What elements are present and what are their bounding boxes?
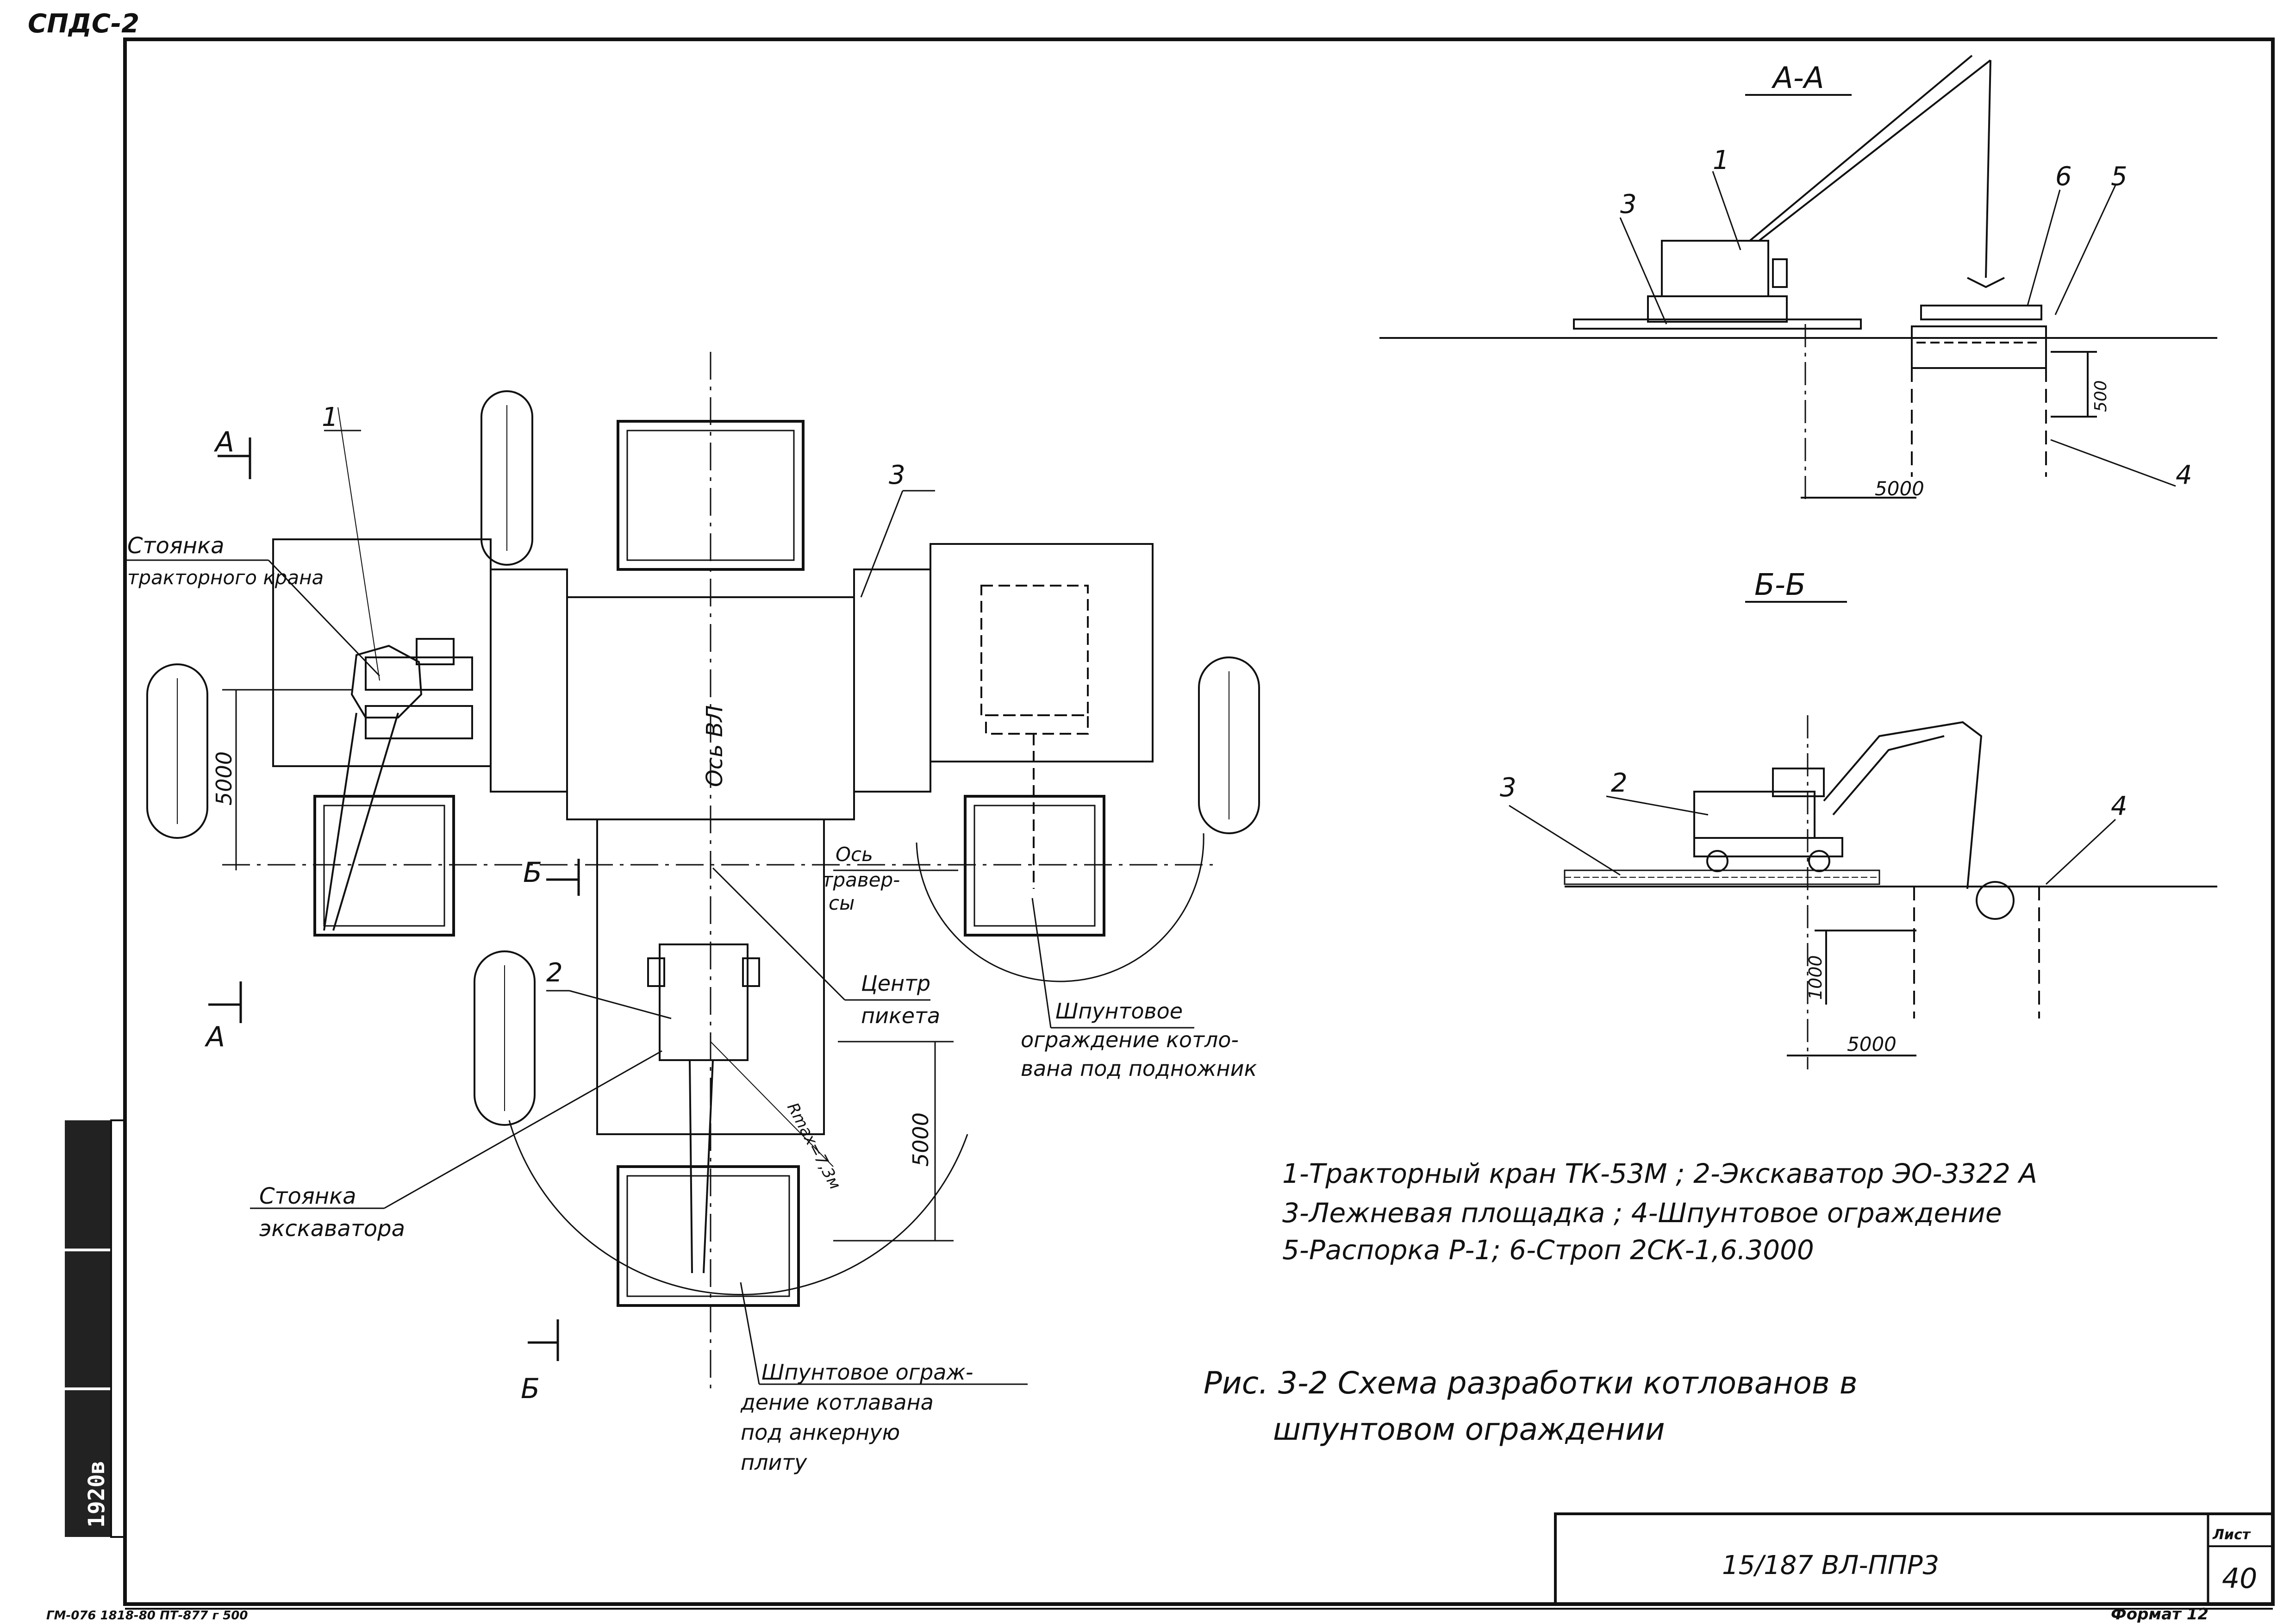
sheet-footing-2: ограждение котло- [1021, 1027, 1239, 1052]
bb-leaders [1509, 795, 2116, 885]
callout-1: 1 [322, 402, 338, 432]
aa-callout-5: 5 [2111, 162, 2128, 192]
aa-callout-4: 4 [2176, 460, 2192, 490]
title-block: 15/187 ВЛ-ППР3 Лист 40 [1554, 1512, 2274, 1605]
bb-callout-2: 2 [1611, 768, 1628, 798]
crane-plan [323, 407, 473, 931]
cut-b-top: Б [523, 856, 542, 889]
cut-a-top: А [213, 426, 234, 458]
bb-dim-1000: 1000 [1805, 955, 1826, 1000]
format-label: Формат 12 [2111, 1605, 2209, 1624]
axis-traverse-1: Ось [836, 843, 873, 866]
left-stamp: 1920в [65, 1119, 126, 1538]
cut-a-bottom: А [204, 1021, 225, 1053]
caption: Рис. 3-2 Схема разработки котлованов в ш… [1204, 1365, 1858, 1447]
sheet-anchor-2: дение котлавана [740, 1390, 934, 1415]
corner-tag: СПДС-2 [28, 9, 139, 39]
aa-dim-500: 500 [2091, 380, 2110, 412]
traverse-arc [916, 833, 1204, 982]
pit-aa [1801, 324, 2097, 500]
dim-5000-a: 5000 [212, 751, 237, 806]
sheet-footing-1: Шпунтовое [1055, 999, 1183, 1024]
legend-line-2: 3-Лежневая площадка ; 4-Шпунтовое огражд… [1282, 1197, 2002, 1229]
caption-line-1: Рис. 3-2 Схема разработки котлованов в [1204, 1365, 1858, 1401]
section-aa-title: А-А [1771, 61, 1824, 95]
title-code: 15/187 ВЛ-ППР3 [1722, 1550, 1939, 1580]
cut-b-bottom: Б [521, 1373, 540, 1405]
stamp-block [65, 1120, 111, 1537]
stamp-number: 1920в [84, 1461, 110, 1528]
excavator-parking-2: экскаватора [259, 1216, 405, 1242]
axis-traverse-2: травер- [822, 868, 900, 891]
excavator-parking-1: Стоянка [259, 1183, 356, 1209]
section-bb-title: Б-Б [1754, 568, 1806, 602]
section-aa: А-А 5000 500 [1379, 55, 2217, 500]
crane-parking-1: Стоянка [127, 533, 225, 559]
sheet-anchor-1: Шпунтовое ограж- [761, 1360, 973, 1385]
picket-center-1: Центр [861, 971, 930, 996]
dim-5000-b: 5000 [908, 1112, 933, 1167]
plan-leaders [125, 430, 1194, 1385]
sheet-anchor-4: плиту [741, 1450, 807, 1475]
legend: 1-Тракторный кран ТК-53М ; 2-Экскаватор … [1282, 1158, 2037, 1266]
bb-callout-3: 3 [1500, 773, 1516, 803]
callout-3: 3 [889, 460, 905, 490]
aa-callout-3: 3 [1620, 189, 1637, 219]
dimensions-plan [222, 689, 954, 1242]
aa-callout-1: 1 [1713, 145, 1729, 175]
bottom-stamp: ГМ-076 1818-80 ПТ-877 г 500 [46, 1609, 248, 1623]
legend-line-1: 1-Тракторный кран ТК-53М ; 2-Экскаватор … [1282, 1158, 2037, 1189]
axis-vl-label: Ось ВЛ [702, 705, 728, 787]
right-mat [930, 543, 1154, 762]
sheet-footing-3: вана под подножник [1021, 1056, 1257, 1081]
excavator-bb [1564, 715, 2040, 1069]
mat-pads [146, 390, 1260, 1126]
excavator-dashed [980, 585, 1089, 889]
reach-label: Rmax=7,3м [783, 1099, 844, 1193]
sheet-anchor-3: под анкерную [741, 1420, 900, 1445]
callout-2: 2 [546, 958, 563, 988]
bb-dim-5000: 5000 [1847, 1033, 1897, 1056]
aa-leaders [1619, 171, 2176, 487]
aa-dim-5000: 5000 [1875, 477, 1924, 500]
axis-traverse-3: сы [829, 892, 855, 914]
cut-marks [208, 437, 580, 1361]
caption-line-2: шпунтовом ограждении [1273, 1412, 1665, 1447]
plan-view: 5000 5000 Rmax=7,3м А А Б Б [125, 352, 1260, 1475]
crane-aa [1573, 55, 2042, 330]
legend-line-3: 5-Распорка Р-1; 6-Строп 2СК-1,6.3000 [1282, 1234, 1814, 1266]
pit-left [313, 795, 455, 937]
drawing-frame [123, 37, 2275, 1606]
sheet-number: 40 [2222, 1562, 2257, 1595]
sheet-label: Лист [2212, 1527, 2251, 1543]
aa-callout-6: 6 [2055, 162, 2072, 192]
excavator-plan [508, 943, 968, 1295]
crane-parking-2: тракторного крана [127, 566, 324, 589]
picket-center-2: пикета [861, 1003, 940, 1028]
bb-callout-4: 4 [2111, 791, 2128, 821]
section-bb: Б-Б 1000 5000 3 2 [1500, 568, 2217, 1069]
